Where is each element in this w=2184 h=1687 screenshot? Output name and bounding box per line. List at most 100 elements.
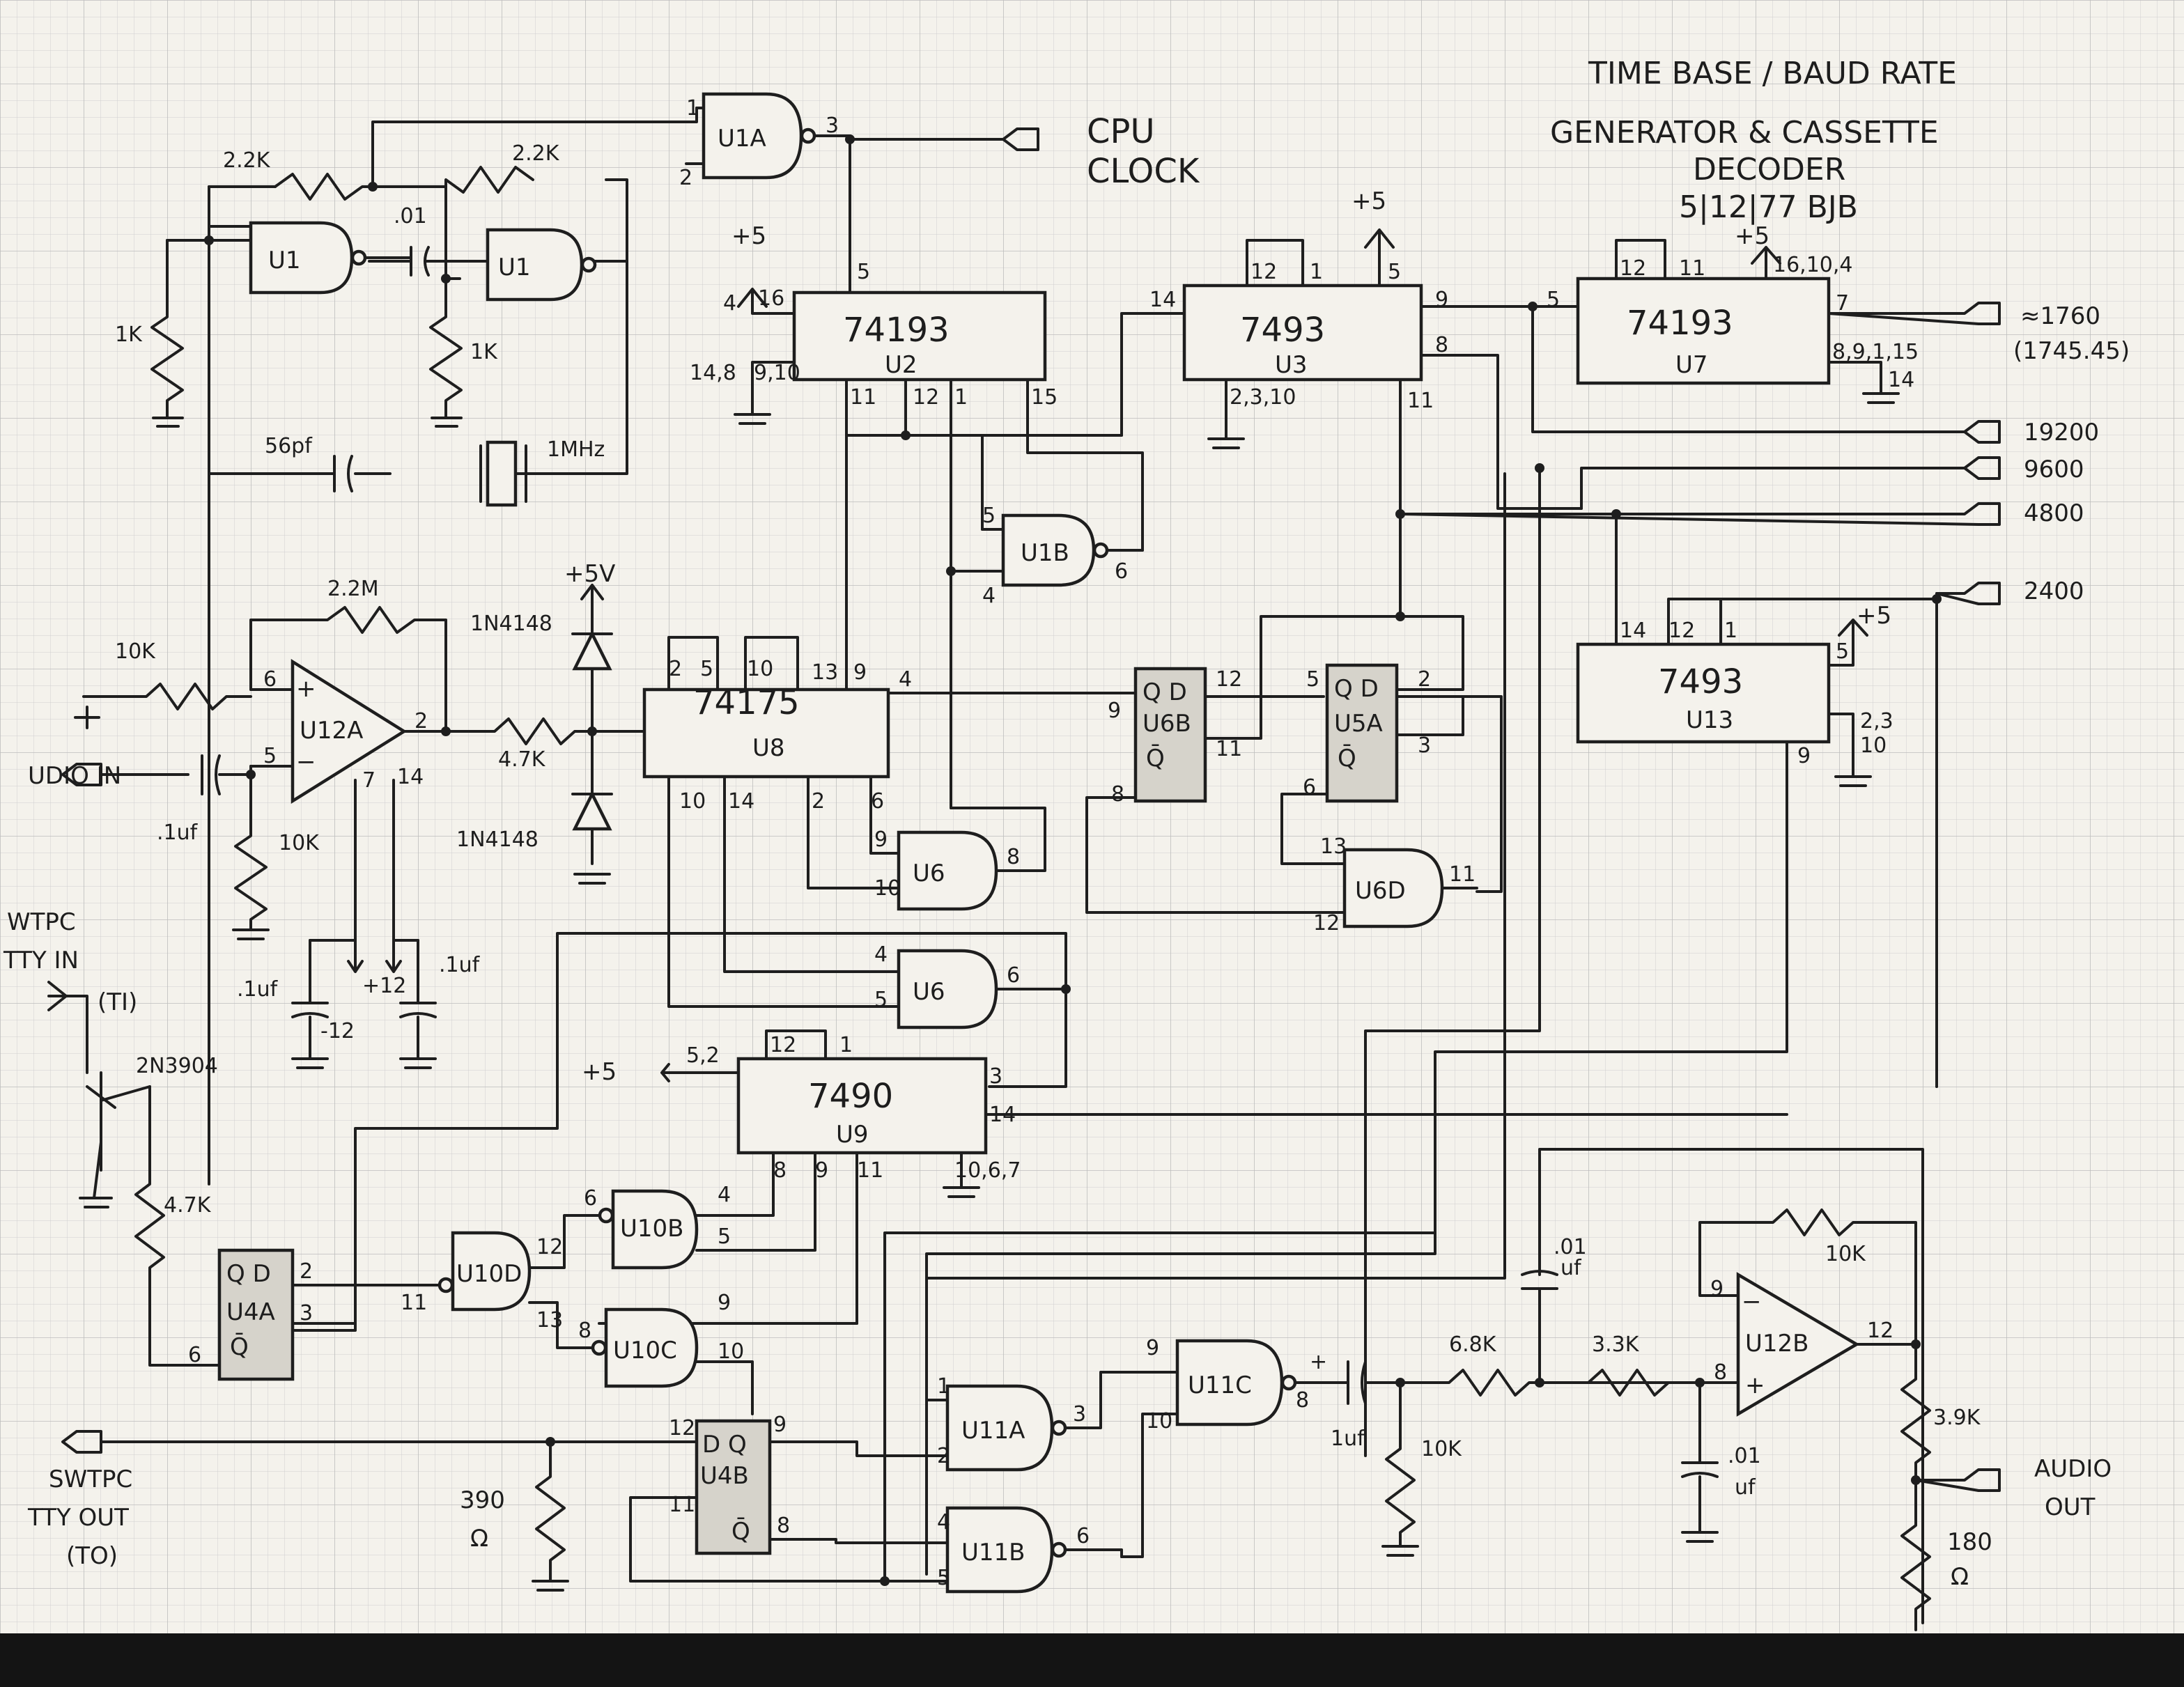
svg-text:+: + — [1745, 1371, 1765, 1399]
svg-text:9: 9 — [815, 1158, 828, 1183]
svg-text:13: 13 — [812, 660, 838, 685]
svg-text:11: 11 — [857, 1158, 883, 1183]
gate-u10c-label: U10C — [613, 1337, 677, 1365]
r-1k-2: 1K — [470, 340, 498, 364]
gate-u11b-label: U11B — [961, 1539, 1025, 1566]
svg-text:Q D: Q D — [1143, 678, 1187, 706]
chip-u3-ref: U3 — [1275, 351, 1308, 379]
crystal-oscillator: U1 U1 2.2K 2.2K .01 1K 1K 56pf 1MHz — [115, 107, 698, 1185]
gate-u6-lower: U6 456 — [291, 932, 1071, 1325]
svg-text:12: 12 — [1620, 256, 1646, 281]
svg-text:9: 9 — [718, 1291, 731, 1315]
svg-text:2: 2 — [669, 657, 682, 681]
svg-text:9,10: 9,10 — [754, 361, 800, 385]
cpu-clock-label-1: CPU — [1087, 112, 1155, 151]
svg-text:1: 1 — [839, 1033, 853, 1057]
gate-u1a-label: U1A — [718, 125, 766, 153]
svg-text:8: 8 — [1296, 1388, 1309, 1413]
port-1745: (1745.45) — [2013, 337, 2130, 365]
plus-5v-label: +5V — [564, 560, 615, 588]
svg-text:Q D: Q D — [226, 1260, 271, 1288]
port-audio-in: UDIO IN — [28, 762, 121, 790]
svg-text:12: 12 — [1668, 619, 1695, 643]
svg-text:1: 1 — [937, 1374, 950, 1399]
svg-text:2: 2 — [937, 1444, 950, 1468]
schematic-sheet: TIME BASE / BAUD RATE GENERATOR & CASSET… — [0, 0, 2184, 1633]
svg-text:6: 6 — [1076, 1524, 1090, 1548]
gate-u1-label-2: U1 — [498, 254, 531, 281]
svg-text:5: 5 — [937, 1566, 950, 1590]
svg-text:15: 15 — [1031, 385, 1058, 410]
svg-text:9: 9 — [1435, 288, 1448, 312]
svg-text:2: 2 — [812, 789, 825, 814]
svg-text:16,10,4: 16,10,4 — [1773, 253, 1853, 277]
svg-text:6: 6 — [584, 1186, 597, 1211]
port-4800: 4800 — [2024, 499, 2084, 527]
diode-1n4148-2: 1N4148 — [456, 827, 539, 852]
r-4-7k-q: 4.7K — [164, 1193, 212, 1218]
gate-u11a-label: U11A — [961, 1417, 1025, 1445]
c-01-f: .01 — [1554, 1235, 1587, 1259]
chip-u13-ref: U13 — [1686, 706, 1733, 734]
gate-u6-label-1: U6 — [913, 860, 945, 887]
svg-text:5: 5 — [1306, 667, 1319, 692]
svg-text:10: 10 — [747, 657, 773, 681]
u2-vcc: +5 — [731, 222, 766, 250]
diode-1n4148-1: 1N4148 — [470, 612, 552, 636]
svg-text:11: 11 — [401, 1291, 427, 1315]
svg-text:11: 11 — [1216, 737, 1242, 761]
svg-text:9: 9 — [853, 660, 867, 685]
u3-vcc: +5 — [1352, 187, 1386, 215]
route-wires — [883, 643, 1938, 1583]
svg-text:6: 6 — [1007, 963, 1020, 988]
svg-text:14: 14 — [728, 789, 754, 814]
svg-text:11: 11 — [1679, 256, 1705, 281]
svg-text:8: 8 — [1111, 782, 1124, 807]
svg-text:3: 3 — [1073, 1402, 1086, 1426]
gate-u1-label-1: U1 — [268, 247, 301, 274]
svg-text:4: 4 — [982, 584, 996, 608]
svg-text:5: 5 — [1836, 639, 1849, 664]
port-audio-out-2: OUT — [2045, 1493, 2096, 1521]
svg-text:6: 6 — [871, 789, 884, 814]
svg-text:−: − — [296, 748, 316, 776]
svg-text:3: 3 — [989, 1064, 1002, 1089]
svg-text:2: 2 — [415, 709, 428, 733]
svg-text:5: 5 — [1388, 260, 1401, 284]
svg-text:12: 12 — [536, 1235, 563, 1259]
c-01-f-unit: uf — [1560, 1256, 1582, 1280]
svg-text:1: 1 — [954, 385, 968, 410]
svg-text:8: 8 — [1435, 333, 1448, 357]
c-01-g-unit: uf — [1735, 1475, 1756, 1500]
r-10k-out: 10K — [1421, 1437, 1462, 1461]
r-6-8k: 6.8K — [1449, 1332, 1497, 1357]
c-0-1uf-b: .1uf — [439, 953, 481, 977]
r-390-ohm: Ω — [470, 1525, 488, 1553]
svg-text:4: 4 — [723, 291, 736, 316]
svg-text:3: 3 — [300, 1301, 313, 1326]
svg-text:6: 6 — [1115, 559, 1128, 584]
svg-text:5: 5 — [718, 1225, 731, 1249]
svg-text:1: 1 — [1310, 260, 1323, 284]
r-3-9k: 3.9K — [1933, 1406, 1981, 1430]
r-10k-bias: 10K — [279, 831, 320, 855]
svg-text:9: 9 — [1710, 1277, 1724, 1301]
gate-u1a: U1A 123 CPU CLOCK — [679, 92, 1200, 294]
title-line-1: TIME BASE / BAUD RATE — [1588, 56, 1957, 91]
svg-text:8: 8 — [578, 1319, 591, 1343]
svg-text:2,3,10: 2,3,10 — [1230, 385, 1296, 410]
svg-text:6: 6 — [1303, 775, 1316, 800]
schematic-diagram: TIME BASE / BAUD RATE GENERATOR & CASSET… — [0, 0, 2184, 1633]
gate-u1b: U1B 546 — [946, 434, 1144, 608]
r-2-2m: 2.2M — [327, 577, 379, 601]
port-to: (TO) — [66, 1542, 118, 1570]
svg-text:14,8: 14,8 — [690, 361, 736, 385]
chip-u2-type: 74193 — [843, 311, 950, 350]
r-2-2k-2: 2.2K — [512, 141, 560, 166]
r-10k-fb: 10K — [1825, 1242, 1866, 1266]
